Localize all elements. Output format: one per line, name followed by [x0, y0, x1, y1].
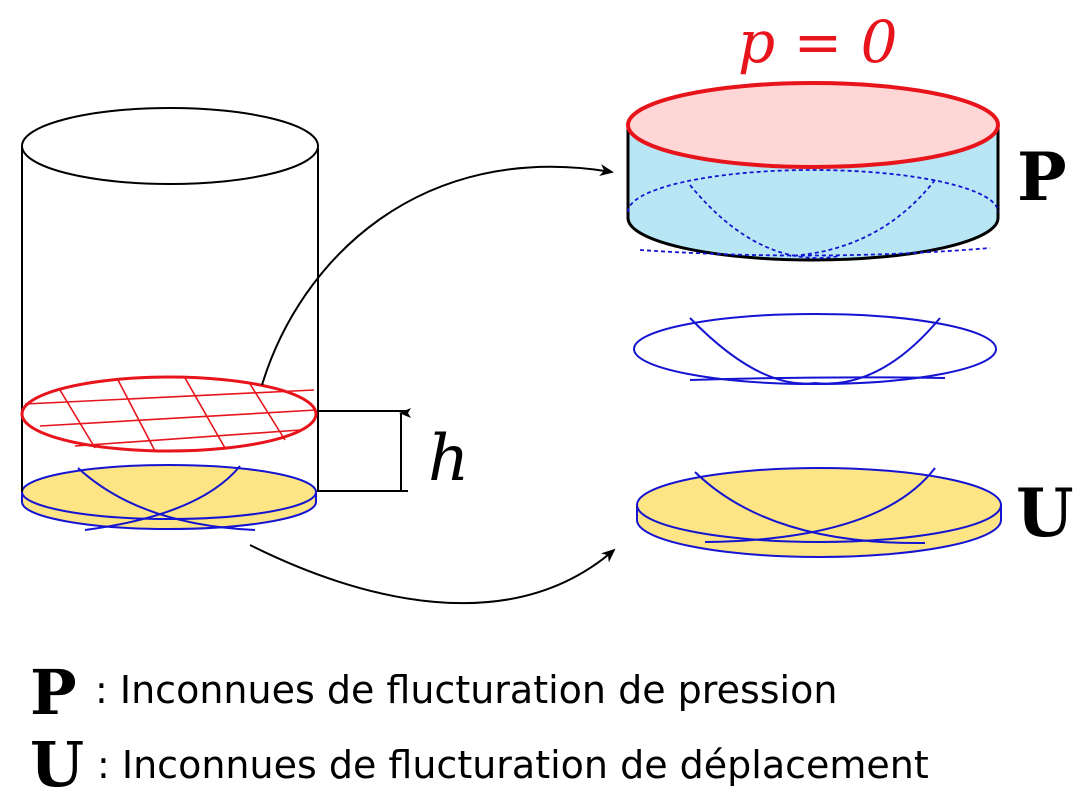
pressure-free-surface [626, 81, 1000, 169]
arrow-to-displacement-block [249, 544, 616, 605]
free-surface-mesh [20, 375, 318, 453]
legend-text-p: : Inconnues de flucturation de pression [95, 668, 837, 712]
displacement-block-label: U [1016, 474, 1074, 552]
legend: P : Inconnues de flucturation de pressio… [30, 656, 929, 795]
legend-symbol-p: P [30, 656, 77, 729]
height-dimension [318, 408, 411, 492]
pressure-condition-label: p = 0 [738, 8, 898, 76]
cylinder-tank [20, 107, 319, 531]
legend-text-u: : Inconnues de flucturation de déplaceme… [97, 743, 929, 787]
cylinder-bottom-plate [21, 464, 317, 531]
pressure-block [626, 81, 1000, 262]
legend-symbol-u: U [30, 728, 84, 795]
interface-mode-shape [633, 313, 997, 385]
cylinder-top-rim [21, 107, 319, 185]
arrow-to-pressure-block [261, 164, 614, 386]
height-label: h [428, 422, 469, 496]
displacement-block [636, 467, 1002, 558]
pressure-block-label: P [1017, 138, 1067, 216]
